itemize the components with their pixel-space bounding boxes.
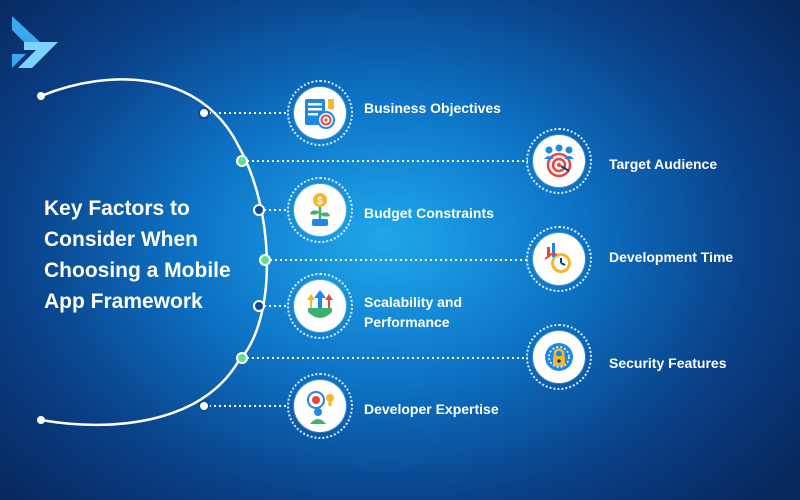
factor-label-business-objectives: Business Objectives [364, 100, 501, 116]
title-line-4: App Framework [44, 290, 203, 313]
arc-node-4 [259, 254, 271, 266]
arc-node-6 [236, 352, 248, 364]
title-line-1: Key Factors to [44, 197, 190, 220]
factor-label-development-time: Development Time [609, 249, 734, 265]
budget-constraints-icon: $ [287, 177, 353, 243]
page-title: Key Factors to Consider When Choosing a … [44, 193, 274, 317]
scalability-icon [287, 273, 353, 339]
factor-label-developer-expertise: Developer Expertise [364, 401, 499, 417]
target-audience-icon [526, 128, 592, 194]
title-line-2: Consider When [44, 228, 199, 251]
factor-label-scalability: Scalability and Performance [364, 294, 463, 330]
arc-node-2 [236, 155, 248, 167]
arc-node-3 [253, 204, 265, 216]
title-line-3: Choosing a Mobile [44, 259, 231, 282]
arc-end-dot-top [37, 92, 45, 100]
factor-label-security-features: Security Features [609, 355, 727, 371]
development-time-icon [526, 226, 592, 292]
security-icon [526, 324, 592, 390]
company-logo [12, 16, 58, 68]
arc-node-7 [198, 400, 210, 412]
business-objectives-icon [287, 80, 353, 146]
developer-expertise-icon [287, 373, 353, 439]
factor-label-target-audience: Target Audience [609, 156, 718, 172]
factor-label-budget-constraints: Budget Constraints [364, 205, 494, 221]
arc-node-5 [253, 300, 265, 312]
arc-node-1 [198, 107, 210, 119]
arc-end-dot-bottom [37, 416, 45, 424]
svg-text:$: $ [317, 196, 323, 207]
